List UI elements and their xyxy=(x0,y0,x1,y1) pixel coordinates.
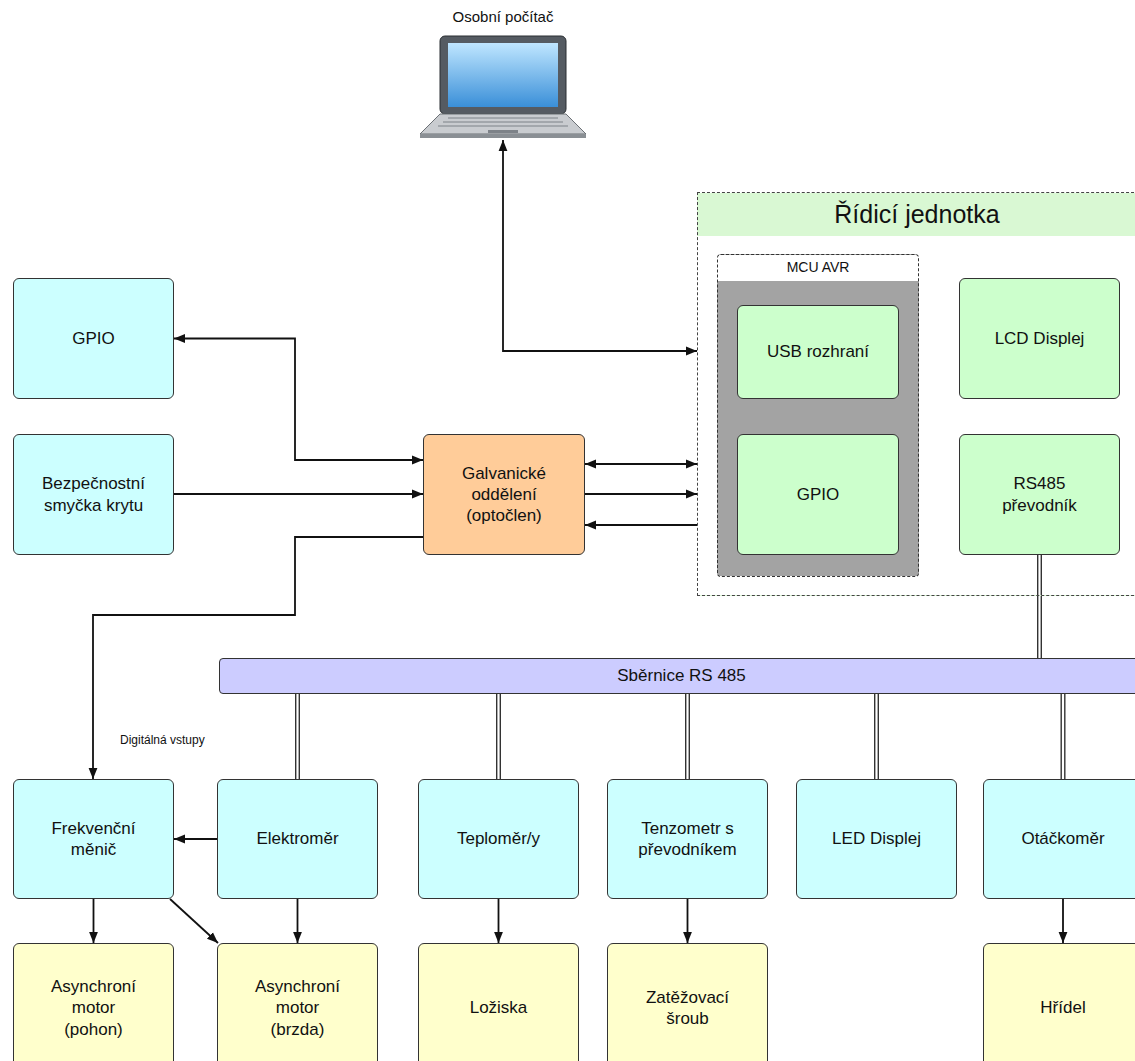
bus-link-inner xyxy=(1062,694,1064,779)
bus-link xyxy=(498,694,499,779)
box-label: LCD Displej xyxy=(995,328,1085,349)
box-label: GPIO xyxy=(72,328,115,349)
motor-box: Asynchroní motor (brzda) xyxy=(217,943,378,1061)
led-display-box: LED Displej xyxy=(796,779,957,899)
arrow-line xyxy=(687,899,689,943)
bearing-box: Ložiska xyxy=(418,943,579,1061)
bus-link-inner xyxy=(497,694,499,779)
inverter-box: Frekvenční měnič xyxy=(13,779,174,899)
bus-link-outer xyxy=(295,694,300,779)
gpio-box: GPIO xyxy=(737,434,899,555)
shaft-box: Hřídel xyxy=(983,943,1135,1061)
box-label: Elektroměr xyxy=(256,828,338,849)
edge-label: Digitálná vstupy xyxy=(118,733,207,747)
bus-link-inner xyxy=(686,694,688,779)
arrow-line xyxy=(498,899,500,943)
arrow-line xyxy=(585,524,697,526)
arrow-connector xyxy=(297,899,298,943)
arrow-connector xyxy=(585,464,697,465)
box-label: Hřídel xyxy=(1040,997,1085,1018)
gpio-box: GPIO xyxy=(13,278,174,399)
box-label: LED Displej xyxy=(832,828,921,849)
box-label: Zatěžovací šroub xyxy=(633,987,743,1030)
box-label: Galvanické oddělení (optočlen) xyxy=(449,463,559,527)
bus-link-outer xyxy=(496,694,501,779)
box-label: USB rozhraní xyxy=(767,341,869,362)
arrow-line xyxy=(503,140,697,351)
arrow-connector xyxy=(170,899,218,943)
rs485-converter-box: RS485 převodník xyxy=(959,434,1120,555)
arrow-connector xyxy=(503,140,697,351)
arrow-connector xyxy=(585,525,697,526)
box-label: Tenzometr s převodníkem xyxy=(625,818,750,861)
bus-link-inner xyxy=(296,694,298,779)
meter-box: Elektroměr xyxy=(217,779,378,899)
box-label: Ložiska xyxy=(470,997,528,1018)
bus-link-outer xyxy=(685,694,690,779)
box-label: Asynchroní motor (brzda) xyxy=(248,976,348,1040)
bus-link xyxy=(297,694,298,779)
control-unit-panel: USB rozhraníGPIO MCU AVR LCD DisplejRS485 … xyxy=(697,192,1135,596)
arrow-connector xyxy=(687,899,688,943)
laptop-icon xyxy=(418,34,588,140)
box-label: Otáčkoměr xyxy=(1021,828,1104,849)
arrow-connector xyxy=(174,839,217,840)
arrow-connector xyxy=(585,494,697,495)
arrow-connector xyxy=(1063,899,1064,943)
box-label: Sběrnice RS 485 xyxy=(617,665,746,686)
strain-gauge-box: Tenzometr s převodníkem xyxy=(607,779,768,899)
bus-link-outer xyxy=(874,694,879,779)
box-label: RS485 převodník xyxy=(990,473,1090,516)
mcu-group: USB rozhraníGPIO MCU AVR xyxy=(717,254,919,577)
bus-link-inner xyxy=(875,694,877,779)
box-label: GPIO xyxy=(797,484,840,505)
arrow-connector xyxy=(93,899,94,943)
arrow-line xyxy=(1062,899,1064,943)
computer-label: Osobní počítač xyxy=(418,6,588,28)
arrow-connector xyxy=(174,339,423,461)
connectors xyxy=(93,140,1063,943)
box-label: Teploměr/y xyxy=(457,828,540,849)
safety-loop-box: Bezpečnostní smyčka krytu xyxy=(13,434,174,555)
bus-link xyxy=(876,694,877,779)
tachometer-box: Otáčkoměr xyxy=(983,779,1135,899)
isolation-box: Galvanické oddělení (optočlen) xyxy=(423,434,585,555)
motor-box: Asynchroní motor (pohon) xyxy=(13,943,174,1061)
arrow-line xyxy=(585,493,697,495)
arrow-line xyxy=(174,838,217,840)
arrow-line xyxy=(585,463,697,465)
arrow-connector xyxy=(498,899,499,943)
arrow-line xyxy=(170,899,218,943)
arrow-line xyxy=(93,899,95,943)
bus-link xyxy=(1063,694,1064,779)
arrow-line xyxy=(297,899,299,943)
arrow-connector xyxy=(174,494,423,495)
group-title: Řídicí jednotka xyxy=(698,193,1135,236)
box-label: Asynchroní motor (pohon) xyxy=(44,976,144,1040)
load-screw-box: Zatěžovací šroub xyxy=(607,943,768,1061)
lcd-box: LCD Displej xyxy=(959,278,1120,399)
bus-link-outer xyxy=(1061,694,1066,779)
box-label: Bezpečnostní smyčka krytu xyxy=(41,473,146,516)
group-title: MCU AVR xyxy=(718,255,918,281)
thermometer-box: Teploměr/y xyxy=(418,779,579,899)
box-label: Frekvenční měnič xyxy=(39,818,149,861)
bus-band: Sběrnice RS 485 xyxy=(219,658,1135,694)
usb-box: USB rozhraní xyxy=(737,305,899,399)
bus-link xyxy=(687,694,688,779)
computer-icon: Osobní počítač xyxy=(418,6,588,140)
arrow-line xyxy=(174,339,423,461)
arrow-line xyxy=(174,493,423,495)
